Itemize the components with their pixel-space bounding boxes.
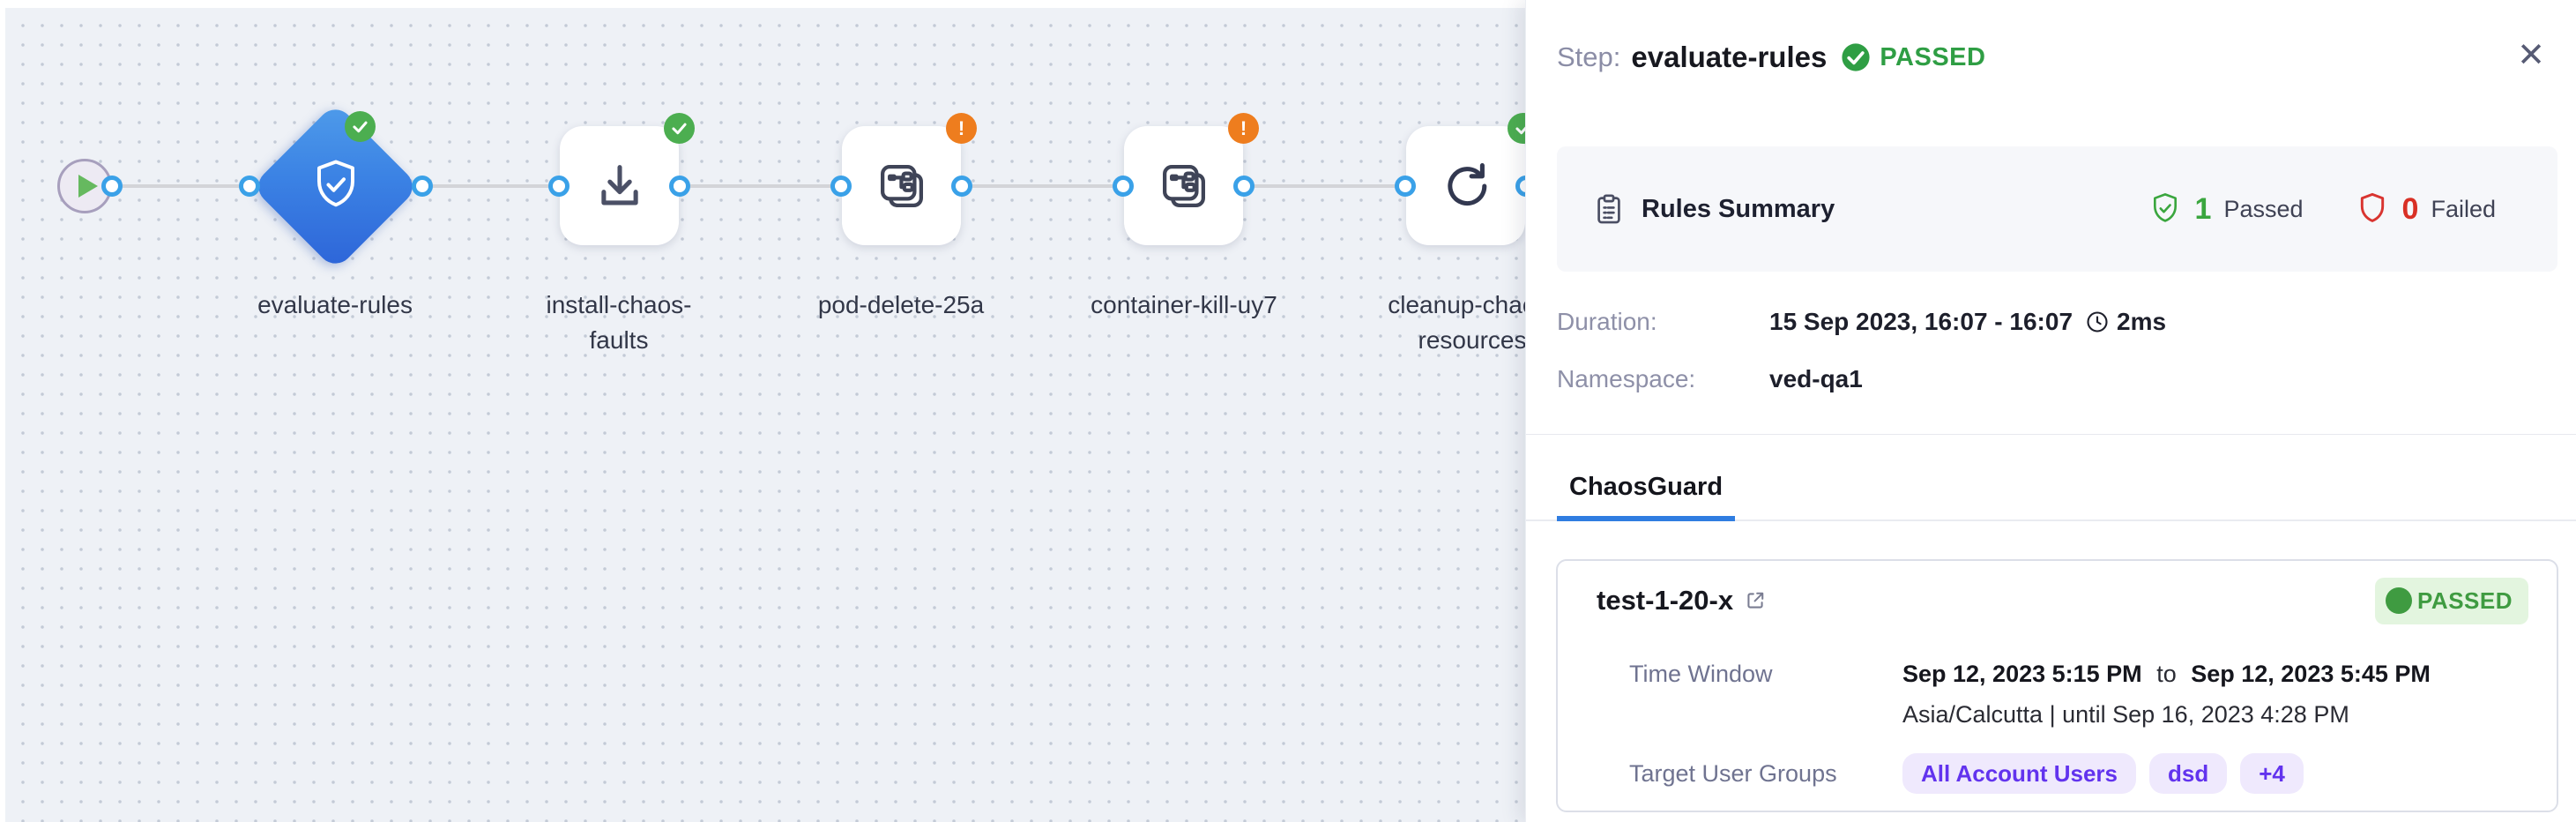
step-name: evaluate-rules [1631,41,1828,73]
node-label: container-kill-uy7 [1091,291,1277,318]
namespace-label: Namespace: [1557,365,1696,392]
target-user-groups-row: Target User Groups All Account Users dsd… [1629,753,2304,794]
node-install-chaos-faults[interactable] [560,126,679,245]
node-label: install-chaos-faults [546,291,692,354]
shield-check-icon [309,157,362,217]
rules-summary-counts: 1 Passed 0 Failed [2148,191,2496,227]
port[interactable] [830,176,852,197]
node-label: evaluate-rules [257,291,413,318]
passed-check-icon [1842,43,1870,71]
passed-badge-icon [664,113,695,144]
duration-elapsed: 2ms [2117,308,2167,335]
warning-badge-icon: ! [1228,113,1259,144]
step-label: Step: [1557,41,1621,72]
play-icon [78,175,98,198]
card-title-row: test-1-20-x PASSED [1597,577,2528,624]
failed-count-label: Failed [2431,195,2496,222]
time-window-row: Time Window Sep 12, 2023 5:15 PM to Sep … [1629,661,2431,688]
namespace-row: Namespace: ved-qa1 [1557,365,1863,393]
status-dot-icon [2386,587,2412,614]
close-button[interactable]: ✕ [2517,37,2545,74]
clipboard-icon [1597,194,1620,224]
dot-grid-background [5,8,1525,822]
start-node[interactable] [57,159,112,213]
user-group-overflow-pill[interactable]: +4 [2240,753,2304,794]
timezone-value: Asia/Calcutta | until Sep 16, 2023 4:28 … [1902,701,2349,728]
port[interactable] [1395,176,1416,197]
condition-name-link[interactable]: test-1-20-x [1597,585,1767,616]
failed-count: 0 [2401,191,2419,226]
clock-icon [2087,311,2108,333]
chaos-fault-icon [880,164,923,207]
condition-status-badge: PASSED [2375,577,2528,624]
panel-tabs: ChaosGuard [1526,434,2576,521]
pipeline-canvas[interactable]: evaluate-rules install-chaos-faults [0,0,1525,822]
namespace-value: ved-qa1 [1769,365,1863,392]
panel-header: Step: evaluate-rules PASSED [1557,41,2498,74]
passed-badge-icon [1508,113,1525,144]
node-label: cleanup-chaos-resources [1388,291,1525,354]
node-label: pod-delete-25a [817,291,985,318]
timezone-row: Asia/Calcutta | until Sep 16, 2023 4:28 … [1629,701,2349,729]
port[interactable] [1515,176,1525,197]
chaos-fault-icon [1162,164,1205,207]
port[interactable] [412,176,433,197]
port[interactable] [548,176,570,197]
port[interactable] [669,176,690,197]
rules-summary-bar: Rules Summary 1 Passed 0 Failed [1557,146,2557,272]
passed-count: 1 [2194,191,2212,226]
time-window-label: Time Window [1629,661,1773,687]
shield-failed-icon [2360,192,2384,222]
target-user-groups-pills: All Account Users dsd +4 [1902,753,2304,794]
duration-row: Duration: 15 Sep 2023, 16:07 - 16:07 2ms [1557,308,2166,336]
duration-label: Duration: [1557,308,1657,335]
node-pod-delete-25a[interactable] [842,126,961,245]
time-window-value: Sep 12, 2023 5:15 PM to Sep 12, 2023 5:4… [1902,661,2431,687]
port[interactable] [101,176,123,197]
user-group-pill[interactable]: All Account Users [1902,753,2136,794]
retry-icon [1447,162,1486,206]
target-user-groups-label: Target User Groups [1629,759,1837,787]
node-container-kill-uy7[interactable] [1124,126,1243,245]
port[interactable] [951,176,972,197]
tab-chaosguard[interactable]: ChaosGuard [1557,473,1736,521]
connector-edge [85,184,1525,188]
port[interactable] [239,176,260,197]
external-link-icon [1747,592,1764,609]
step-status-badge: PASSED [1880,42,1986,71]
chaosguard-condition-card: test-1-20-x PASSED Time Window Sep 12, 2… [1556,559,2558,812]
warning-badge-icon: ! [946,113,977,144]
port[interactable] [1233,176,1254,197]
shield-passed-icon [2153,193,2177,222]
rules-summary-title: Rules Summary [1592,192,1835,226]
port[interactable] [1113,176,1134,197]
node-cleanup-chaos-resources[interactable] [1406,126,1525,245]
passed-count-label: Passed [2223,195,2304,222]
passed-badge-icon [345,111,376,142]
user-group-pill[interactable]: dsd [2148,753,2228,794]
download-icon [600,164,638,205]
step-details-panel: Step: evaluate-rules PASSED ✕ Rules Summ… [1525,0,2576,822]
duration-value: 15 Sep 2023, 16:07 - 16:07 2ms [1769,308,2167,335]
